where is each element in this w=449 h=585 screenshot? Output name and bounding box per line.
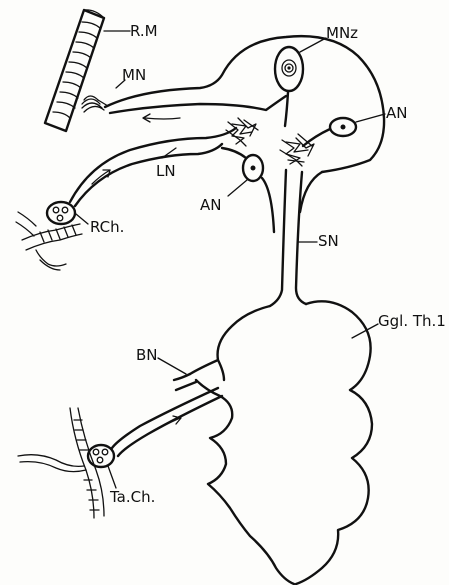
arrow-icon (143, 114, 180, 122)
bn-leader-line (158, 358, 186, 374)
label-mn: MN (122, 66, 146, 84)
spinal-nerve-left-edge (270, 170, 286, 306)
tach-leader-line (108, 466, 116, 488)
label-mnz: MNz (326, 24, 358, 42)
rch-leader-line (76, 214, 88, 224)
tach-nerve (112, 388, 222, 456)
label-rch: RCh. (90, 218, 124, 236)
label-an-left: AN (200, 196, 221, 214)
label-ln: LN (156, 162, 176, 180)
ganglion-left-lobes (196, 380, 294, 584)
label-sn: SN (318, 232, 339, 250)
label-tach: Ta.Ch. (109, 488, 155, 506)
muscle-fiber-icon (45, 10, 104, 131)
motor-axon (105, 36, 384, 172)
receptor-rch-icon (16, 202, 82, 270)
mnz-leader-line (300, 38, 326, 52)
bn-nerve (174, 374, 196, 390)
label-ggl: Ggl. Th.1 (378, 312, 446, 330)
an-left-leader-line (228, 180, 247, 196)
label-an-right: AN (386, 104, 407, 122)
sensory-axon (70, 128, 236, 202)
synapse-center-icon (280, 134, 314, 166)
label-rm: R.M (130, 22, 158, 40)
an-right-leader-line (356, 114, 385, 122)
arrow-icon (92, 170, 110, 184)
label-bn: BN (136, 346, 158, 364)
receptor-tach-icon (18, 408, 114, 518)
association-neuron-right-icon (330, 118, 356, 136)
motor-neuron-nucleus-icon (275, 47, 303, 91)
motor-endplate-icon (82, 96, 108, 112)
